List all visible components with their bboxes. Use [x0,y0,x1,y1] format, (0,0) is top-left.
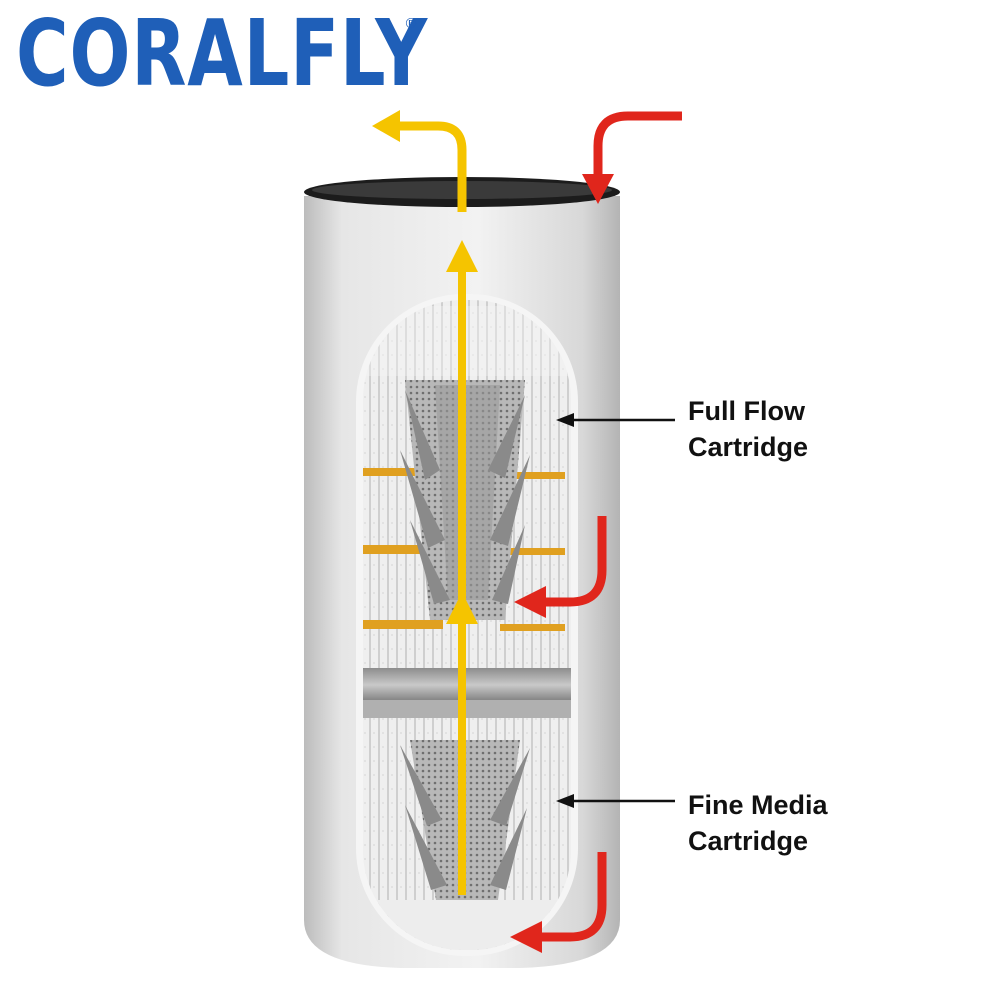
pleat-adhesive-bands [363,468,565,631]
callout-pointers [556,413,675,808]
cutaway-window [356,294,578,956]
cartridge-separator-plate [363,668,571,702]
full-flow-label-line2: Cartridge [688,432,809,462]
fine-media-label-line1: Fine Media [688,790,828,820]
fine-media-cartridge-label: Fine Media Cartridge [688,787,828,859]
clean-flow-arrows [372,110,478,895]
full-flow-cartridge-label: Full Flow Cartridge [688,393,808,465]
dirty-flow-arrows [510,111,682,953]
brand-logo: CORALFLY [16,0,428,107]
fine-media-label-line2: Cartridge [688,826,809,856]
fine-media-mesh-fins [400,745,530,890]
registered-mark: ® [404,16,418,32]
full-flow-label-line1: Full Flow [688,396,805,426]
full-flow-mesh-fins [400,390,530,604]
